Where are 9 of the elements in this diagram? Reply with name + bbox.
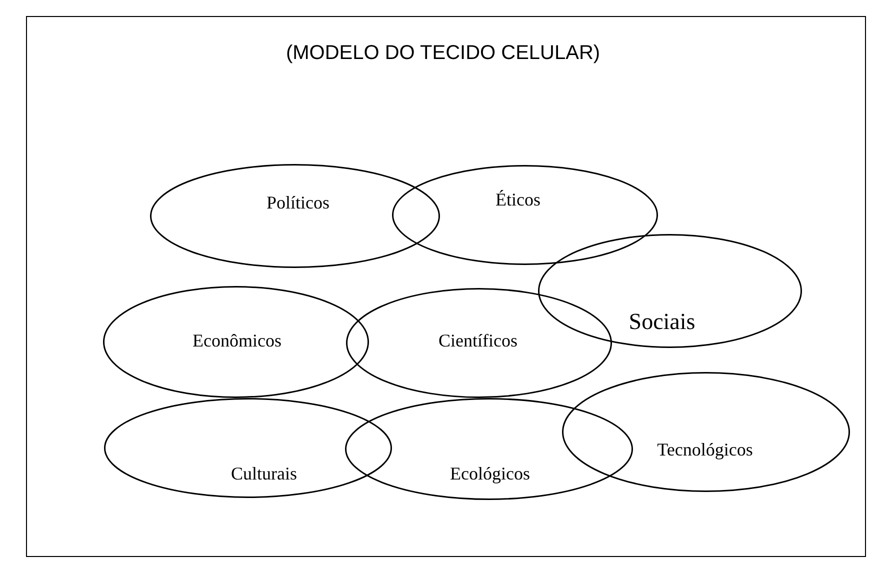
node-label: Econômicos <box>192 330 282 352</box>
node-label: Tecnológicos <box>657 440 753 460</box>
node-label: Políticos <box>266 192 330 214</box>
node-label: Culturais <box>231 464 297 484</box>
node-label: Sociais <box>628 309 696 335</box>
node-label: Ecológicos <box>450 464 530 484</box>
node-label: Científicos <box>438 330 518 352</box>
node-label: Éticos <box>496 190 540 210</box>
diagram-title: (MODELO DO TECIDO CELULAR) <box>284 42 602 65</box>
